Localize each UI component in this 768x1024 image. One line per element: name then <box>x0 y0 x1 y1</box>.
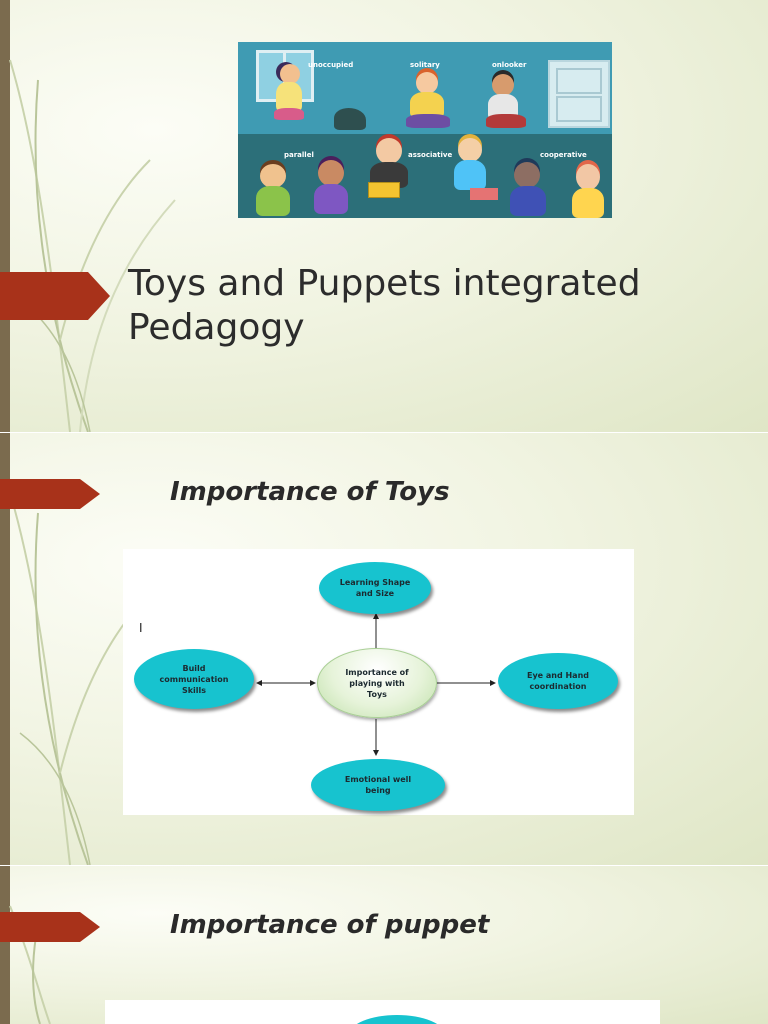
dinosaur-toy <box>334 108 366 130</box>
label-associative: associative <box>408 151 453 159</box>
dresser <box>548 60 610 128</box>
slide-subtitle-puppet: Importance of puppet <box>170 910 490 940</box>
slide-left-bar <box>0 0 10 432</box>
subtitle-marker <box>0 912 100 942</box>
node-puppet-top <box>349 1015 445 1024</box>
node-learning-shape-size: Learning Shape and Size <box>319 562 431 614</box>
node-build-communication: Build communication Skills <box>134 649 254 709</box>
subtitle-marker <box>0 479 100 509</box>
label-unoccupied: unoccupied <box>308 61 354 69</box>
label-onlooker: onlooker <box>492 61 527 69</box>
label-solitary: solitary <box>410 61 440 69</box>
slide-left-bar <box>0 433 10 865</box>
label-parallel: parallel <box>284 151 314 159</box>
label-cooperative: cooperative <box>540 151 587 159</box>
slide-1: unoccupied solitary onlooker parallel as… <box>0 0 768 432</box>
blocks-toy-2 <box>470 188 498 200</box>
blocks-toy <box>368 182 400 198</box>
frond-decoration <box>9 59 176 432</box>
node-emotional-wellbeing: Emotional well being <box>311 759 445 811</box>
puppet-diagram-partial <box>105 1000 660 1024</box>
slide-title: Toys and Puppets integrated Pedagogy <box>128 263 641 348</box>
toys-importance-diagram: I Learning Shape and Size Build communic… <box>123 549 634 815</box>
slide-3: Importance of puppet <box>0 866 768 1024</box>
node-eye-hand: Eye and Hand coordination <box>498 653 618 709</box>
floor <box>238 134 612 218</box>
stray-mark: I <box>139 621 143 635</box>
title-marker <box>0 272 110 320</box>
node-importance-center: Importance of playing with Toys <box>317 648 437 718</box>
slide-subtitle-toys: Importance of Toys <box>170 477 450 507</box>
slide-left-bar <box>0 866 10 1024</box>
diagram-arrows <box>256 613 496 756</box>
play-types-image: unoccupied solitary onlooker parallel as… <box>238 42 612 218</box>
